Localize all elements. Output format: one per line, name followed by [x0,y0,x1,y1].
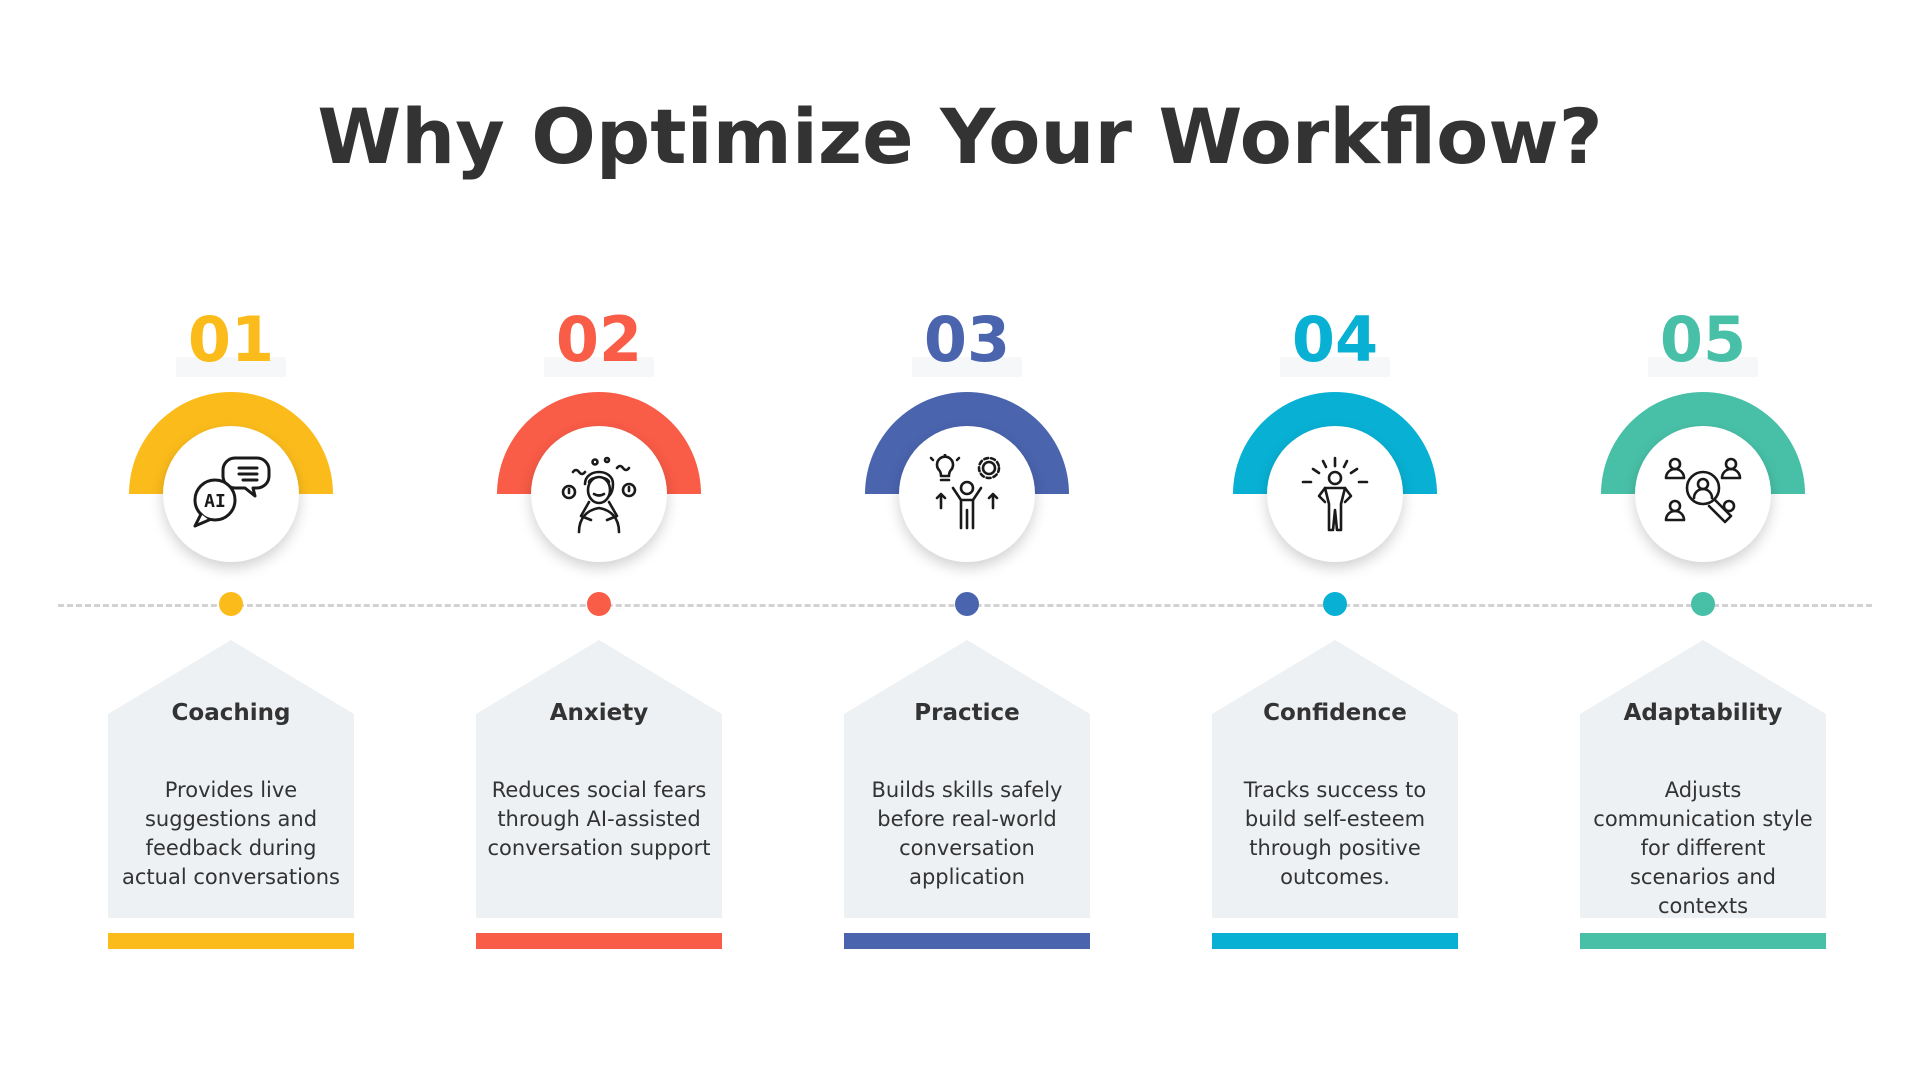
timeline-dot [219,592,243,616]
confident-person-icon [1301,456,1369,532]
step-card: Anxiety Reduces social fears through AI-… [476,640,722,918]
step-color-bar [108,933,354,949]
step-description: Reduces social fears through AI-assisted… [487,778,711,860]
step-adaptability: 05 Adaptability Adjusts communication st… [1573,0,1833,1080]
step-description: Builds skills safely before real-world c… [871,778,1063,889]
step-number-underlay [1648,357,1758,377]
step-number: 02 [555,303,643,370]
step-anxiety: 02 Anxiety Reduces social fears through … [469,0,729,1080]
step-number-underlay [1280,357,1390,377]
ai-icon-label: AI [204,491,226,512]
ai-chat-bubbles-icon: AI [193,456,271,528]
timeline-dot [1691,592,1715,616]
step-color-bar [1212,933,1458,949]
step-icon-circle [1267,426,1403,562]
step-coaching: 01 AI Coaching Provides live suggestions… [101,0,361,1080]
step-number: 01 [187,303,275,370]
step-icon-circle: AI [163,426,299,562]
step-number-underlay [176,357,286,377]
step-card: Adaptability Adjusts communication style… [1580,640,1826,918]
timeline-dot [587,592,611,616]
people-search-icon [1664,457,1742,524]
step-card: Practice Builds skills safely before rea… [844,640,1090,918]
step-card: Coaching Provides live suggestions and f… [108,640,354,918]
step-icon-circle [1635,426,1771,562]
step-card: Confidence Tracks success to build self-… [1212,640,1458,918]
anxious-person-icon [561,456,637,534]
step-title: Adaptability [1623,700,1783,726]
step-title: Coaching [171,700,291,726]
page-title: Why Optimize Your Workflow? [317,92,1603,181]
step-number: 05 [1659,303,1747,370]
step-title: Confidence [1263,700,1407,726]
step-practice: 03 Practice Builds skills safely before … [837,0,1097,1080]
step-description: Tracks success to build self-esteem thro… [1243,778,1427,889]
step-confidence: 04 Confidence Tracks success to build se… [1205,0,1465,1080]
step-icon-circle [899,426,1035,562]
step-title: Practice [914,700,1020,726]
step-number-underlay [912,357,1022,377]
step-number-underlay [544,357,654,377]
timeline-dot [1323,592,1347,616]
step-color-bar [1580,933,1826,949]
step-color-bar [476,933,722,949]
step-title: Anxiety [549,700,649,726]
step-description: Adjusts communication style for differen… [1593,778,1813,918]
step-color-bar [844,933,1090,949]
step-number: 03 [923,303,1011,370]
step-number: 04 [1291,303,1379,370]
step-description: Provides live suggestions and feedback d… [122,778,340,889]
person-idea-gear-icon [929,454,1001,530]
timeline-dot [955,592,979,616]
step-icon-circle [531,426,667,562]
